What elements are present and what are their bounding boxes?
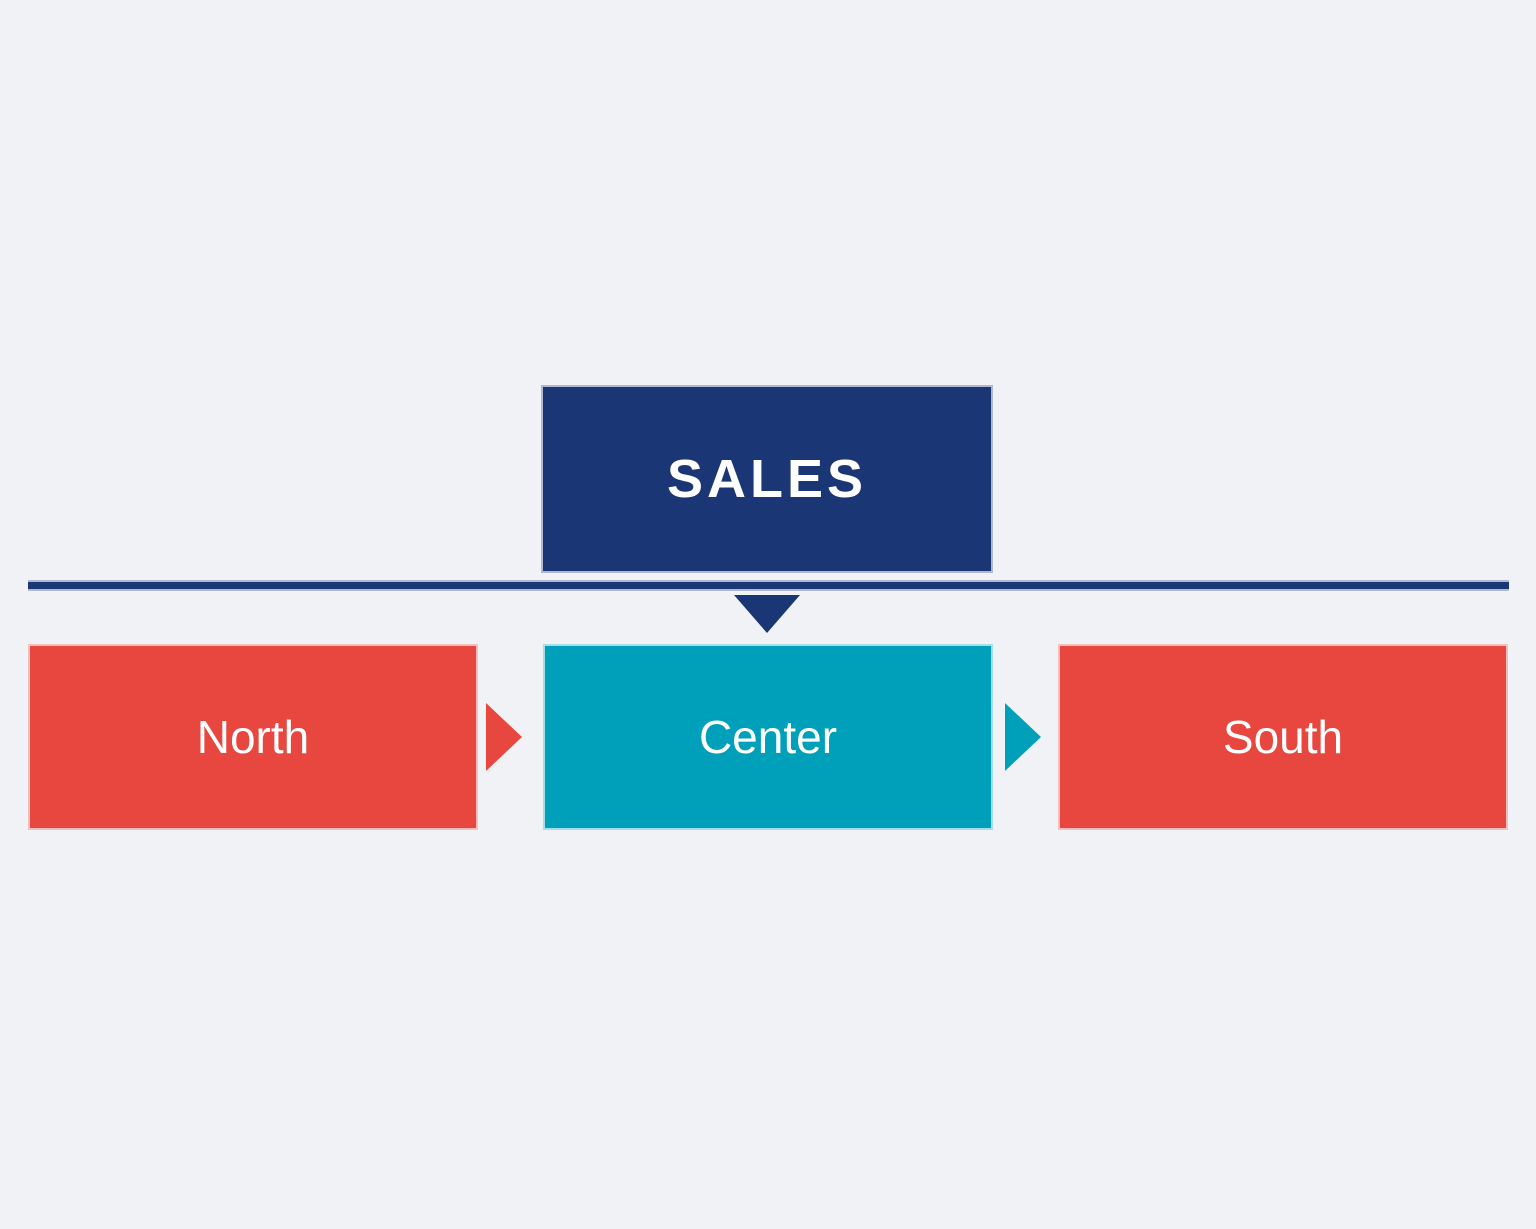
- south-node: South: [1058, 644, 1508, 830]
- divider-line: [28, 580, 1509, 591]
- arrow-right-icon-north-center: [486, 703, 522, 771]
- arrow-down-icon: [734, 595, 800, 633]
- sales-node: SALES: [541, 385, 993, 573]
- center-node: Center: [543, 644, 993, 830]
- south-node-label: South: [1222, 711, 1344, 763]
- center-node-label: Center: [698, 711, 838, 763]
- arrow-right-icon-center-south: [1005, 703, 1041, 771]
- sales-node-label: SALES: [666, 449, 868, 509]
- north-node: North: [28, 644, 478, 830]
- north-node-label: North: [196, 711, 310, 763]
